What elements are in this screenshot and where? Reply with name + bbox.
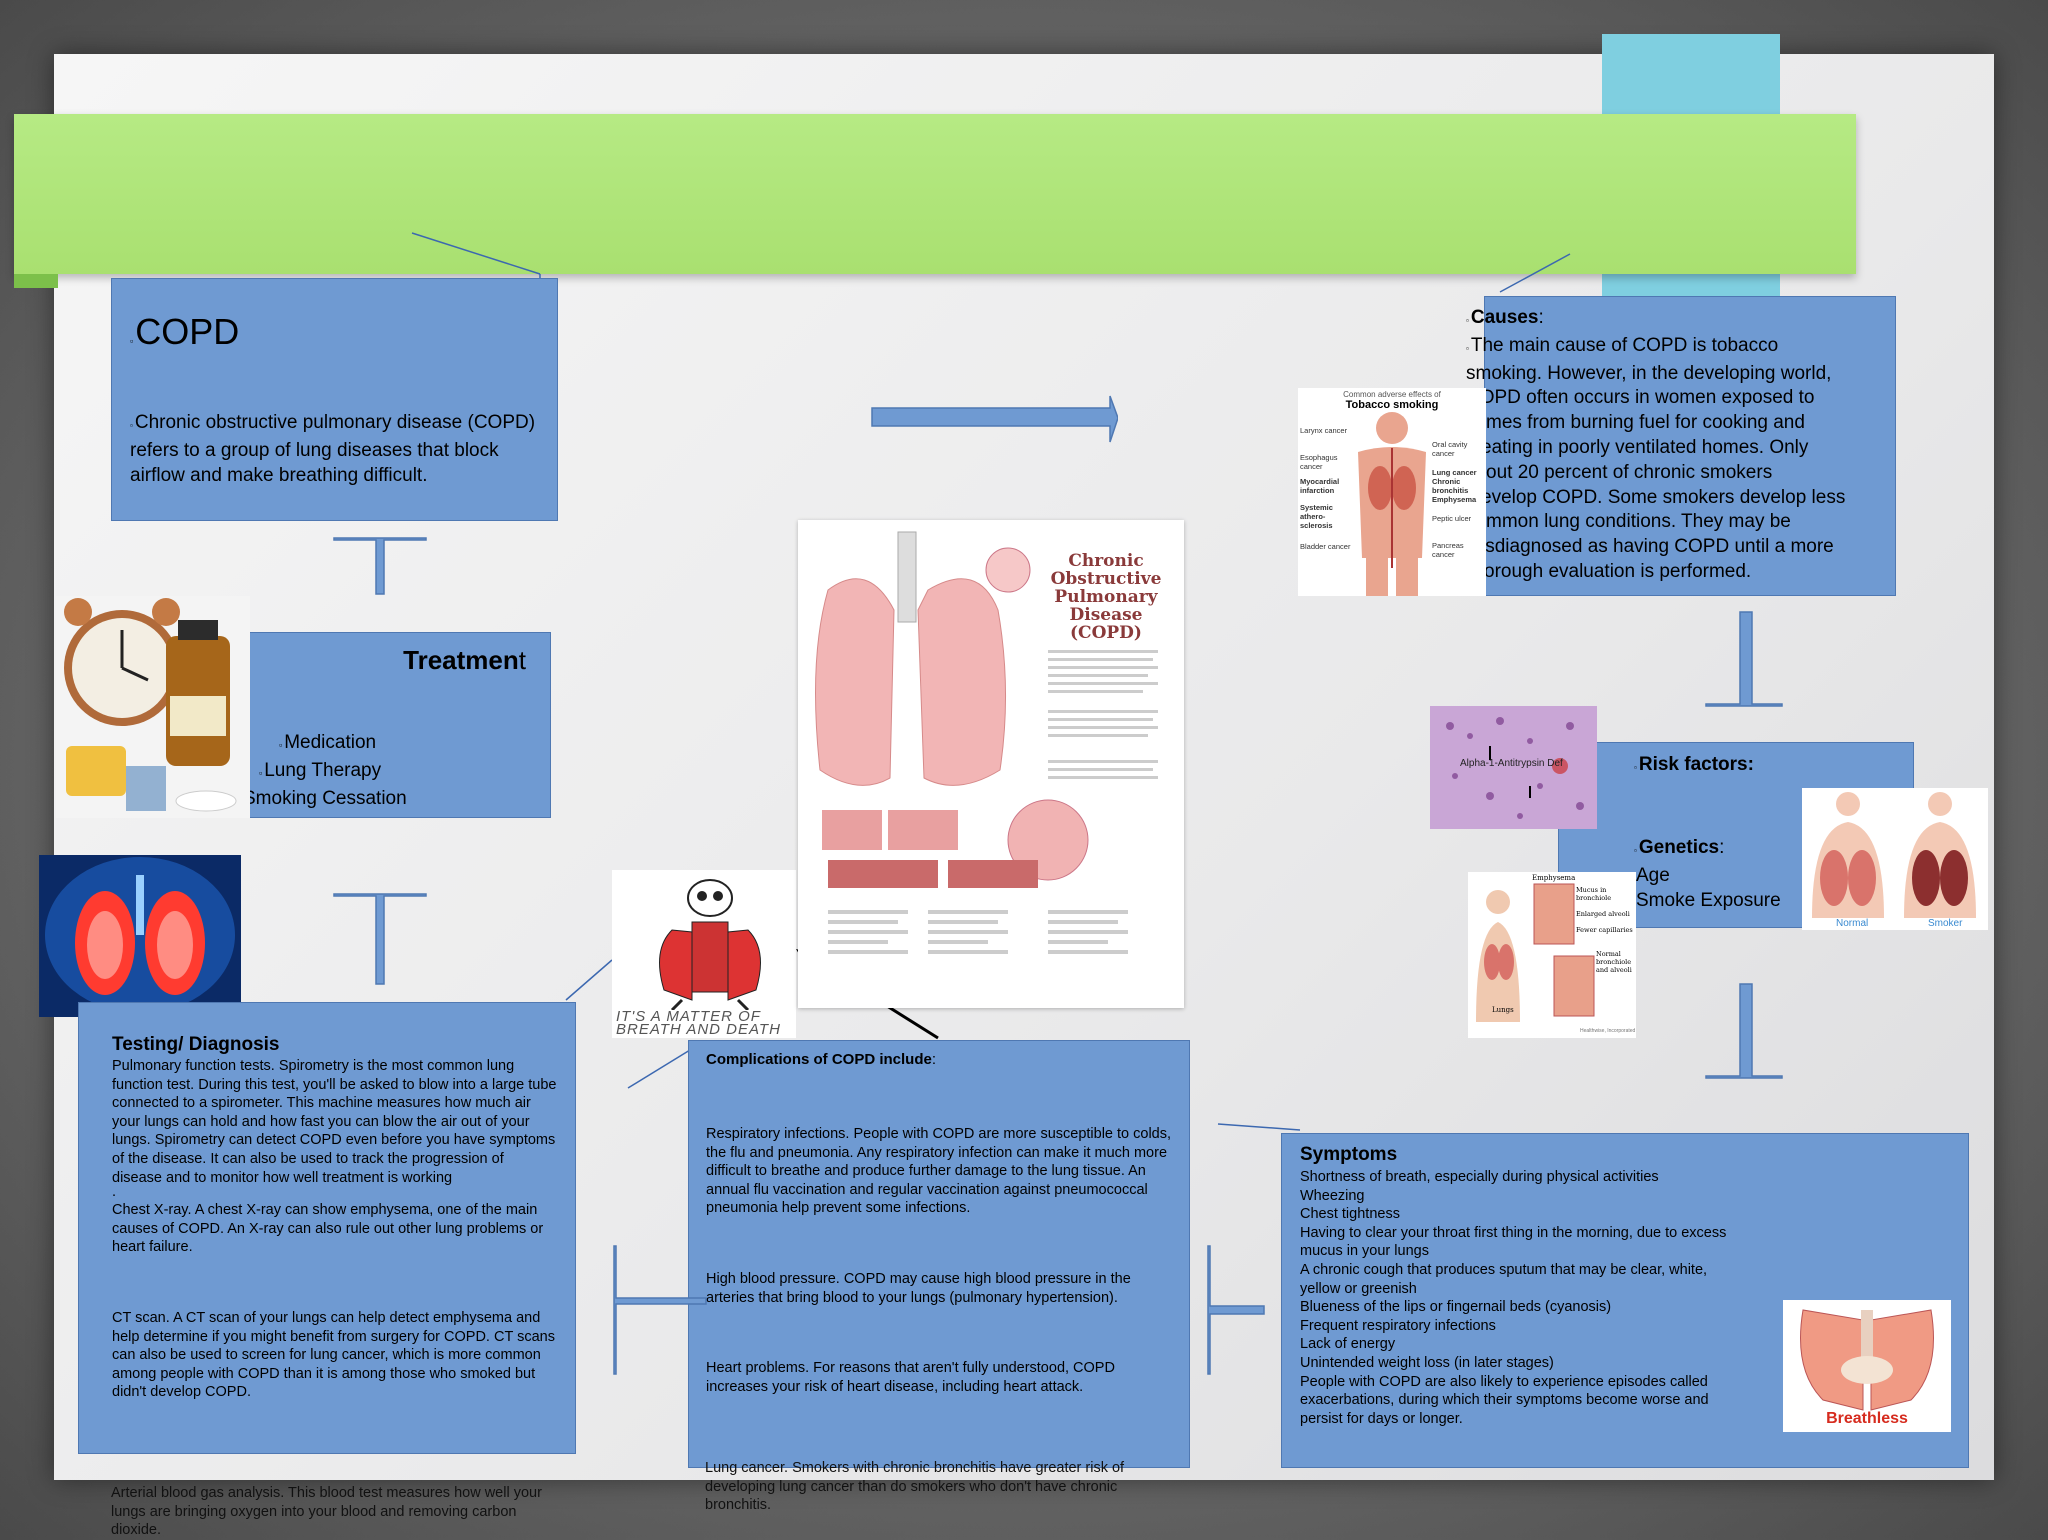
alpha1-micrograph: Alpha-1-Antitrypsin Def <box>1430 706 1597 829</box>
risk-item: Age <box>1636 865 1670 886</box>
treatment-title: Treatment <box>403 645 526 675</box>
emphysema-figure: Emphysema Mucus in bronchiole Enlarged a… <box>1468 872 1636 1038</box>
arrow-down-causes <box>1705 611 1783 707</box>
lungs-smoker-label: Smoker <box>1928 918 1963 929</box>
breathless-label: Breathless <box>1826 1410 1908 1427</box>
complications-title: Complications of COPD include: <box>706 1051 937 1068</box>
treatment-item: ▫Lung Therapy <box>259 760 382 781</box>
risk-item: Smoke Exposure <box>1636 890 1781 911</box>
tobacco-labels-left: Larynx cancer Esophagus cancer Myocardia… <box>1300 426 1351 551</box>
arrow-left-symptoms <box>1207 1245 1265 1375</box>
xray-lungs-image <box>39 855 241 1017</box>
emphysema-labels: Mucus in bronchiole Enlarged alveoli Few… <box>1576 886 1633 974</box>
treatment-item: Smoking Cessation <box>243 788 407 809</box>
risk-title: ▫Risk factors: <box>1634 754 1754 775</box>
testing-box: Testing/ Diagnosis Pulmonary function te… <box>78 1002 576 1454</box>
complication-lung-cancer: Lung cancer. Smokers with chronic bronch… <box>705 1460 1125 1514</box>
copd-body: ▫Chronic obstructive pulmonary disease (… <box>130 412 536 486</box>
tobacco-effects-figure: Common adverse effects of Tobacco smokin… <box>1298 388 1486 596</box>
lungs-normal-label: Normal <box>1836 918 1869 929</box>
lung-cartoon-image: IT'S A MATTER OF BREATH AND DEATH <box>612 870 796 1038</box>
arrow-up-treatment <box>333 537 427 595</box>
complication-blood-pressure: High blood pressure. COPD may cause high… <box>706 1270 1131 1306</box>
risk-factors-text: ▫Risk factors: ▫Genetics: Age Smoke Expo… <box>1634 752 1781 913</box>
poster-title: Chronic Obstructive Pulmonary Disease (C… <box>1050 551 1162 643</box>
testing-xray: Chest X-ray. A chest X-ray can show emph… <box>112 1202 544 1256</box>
cartoon-caption: IT'S A MATTER OF BREATH AND DEATH <box>616 1008 781 1038</box>
causes-text: ▫Causes: ▫The main cause of COPD is toba… <box>1466 306 1896 585</box>
testing-spirometry: Pulmonary function tests. Spirometry is … <box>112 1058 557 1186</box>
tobacco-labels-right: Oral cavity cancer Lung cancer Chronic b… <box>1432 440 1477 559</box>
banner-shadow-edge <box>14 274 58 288</box>
arrow-left-complications <box>613 1245 707 1375</box>
clock-icon <box>64 598 237 812</box>
risk-genetics: ▫Genetics: <box>1634 837 1725 858</box>
title-banner <box>14 114 1856 274</box>
causes-title: ▫Causes: <box>1466 307 1544 328</box>
normal-vs-smoker-lungs: Normal Smoker <box>1802 788 1988 930</box>
testing-ct: CT scan. A CT scan of your lungs can hel… <box>112 1309 555 1401</box>
symptoms-title: Symptoms <box>1300 1144 1398 1165</box>
breathless-image: Breathless <box>1783 1300 1951 1432</box>
treatment-item: ▫Medication <box>279 732 377 753</box>
testing-title: Testing/ Diagnosis <box>112 1034 280 1055</box>
copd-title: ▫COPD <box>130 311 240 352</box>
complication-heart: Heart problems. For reasons that aren't … <box>706 1360 1115 1395</box>
complication-infections: Respiratory infections. People with COPD… <box>706 1126 1172 1217</box>
testing-dot: . <box>112 1184 117 1201</box>
treatment-box: Treatment ▫Medication ▫Lung Therapy Smok… <box>210 632 551 818</box>
complications-body: Respiratory infections. People with COPD… <box>706 1125 1176 1396</box>
causes-box <box>1484 296 1896 596</box>
tobacco-caption: Common adverse effects of Tobacco smokin… <box>1343 390 1441 411</box>
arrow-right <box>871 395 1118 443</box>
treatment-list: ▫Medication ▫Lung Therapy Smoking Cessat… <box>243 730 407 811</box>
symptoms-list: Shortness of breath, especially during p… <box>1300 1169 1727 1427</box>
testing-body: Pulmonary function tests. Spirometry is … <box>112 1057 557 1402</box>
complications-box: Complications of COPD include: Respirato… <box>688 1040 1190 1468</box>
copd-poster: Chronic Obstructive Pulmonary Disease (C… <box>798 520 1184 1008</box>
micro-label: Alpha-1-Antitrypsin Def <box>1460 758 1563 769</box>
medicine-clock-image <box>56 596 250 818</box>
arrow-down-risk <box>1705 983 1783 1079</box>
arrow-up-testing <box>333 893 427 985</box>
copd-box: ▫COPD ▫Chronic obstructive pulmonary dis… <box>111 278 558 521</box>
testing-blood-gas: Arterial blood gas analysis. This blood … <box>111 1485 542 1539</box>
